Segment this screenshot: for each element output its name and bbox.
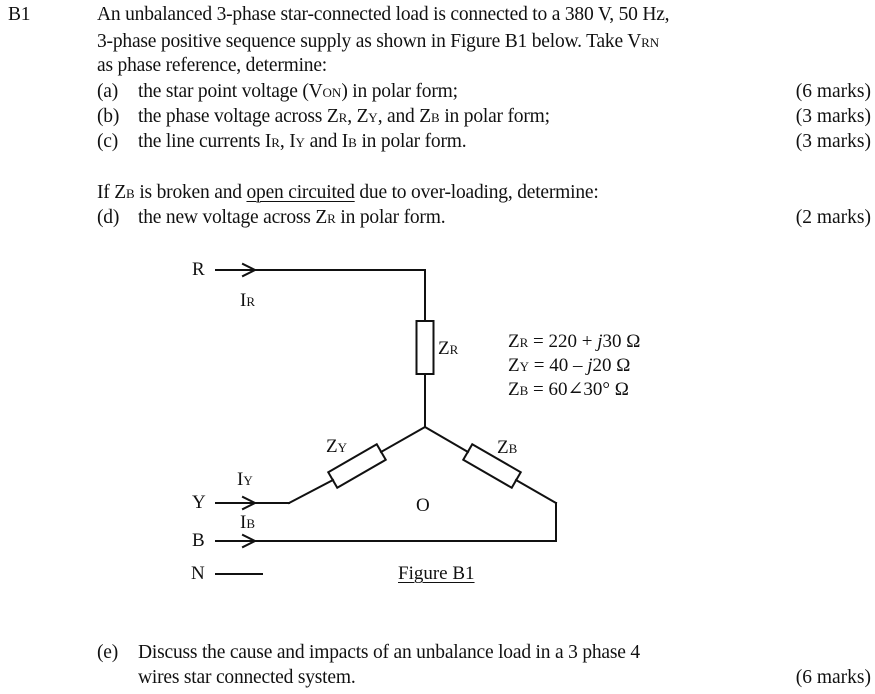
part-a-label: (a) — [97, 81, 119, 102]
iy-arrow-icon — [241, 495, 258, 511]
terminal-y-label: Y — [192, 492, 206, 513]
zr-resistor — [415, 320, 435, 375]
terminal-r-label: R — [192, 259, 205, 280]
part-b-text: the phase voltage across ZR, ZY, and ZB … — [138, 106, 550, 127]
zr-value: ZR = 220 + j30 Ω — [508, 331, 641, 352]
part-c-text: the line currents IR, IY and IB in polar… — [138, 131, 467, 152]
zb-label: ZB — [497, 437, 518, 458]
part-e-marks: (6 marks) — [795, 667, 871, 688]
zb-value: ZB = 60∠30° Ω — [508, 379, 629, 400]
underlined-open-circuited: open circuited — [246, 182, 355, 203]
zr-label: ZR — [438, 338, 459, 359]
question-number: B1 — [8, 4, 31, 25]
part-b-marks: (3 marks) — [795, 106, 871, 127]
zb-wire-upper — [423, 425, 470, 454]
part-d-text: the new voltage across ZR in polar form. — [138, 207, 446, 228]
part-a-marks: (6 marks) — [795, 81, 871, 102]
zy-value: ZY = 40 – j20 Ω — [508, 355, 631, 376]
star-point-label: O — [416, 495, 430, 516]
part-b-label: (b) — [97, 106, 120, 127]
current-ir-label: IR — [240, 290, 255, 311]
intro-line-2: 3-phase positive sequence supply as show… — [97, 31, 660, 52]
part-e-line-2: wires star connected system. — [138, 667, 356, 688]
part-c-label: (c) — [97, 131, 119, 152]
open-circuit-condition: If ZB is broken and open circuited due t… — [97, 182, 599, 203]
part-c-marks: (3 marks) — [795, 131, 871, 152]
zb-wire-lower — [514, 478, 558, 505]
zy-wire-upper — [379, 425, 427, 454]
current-iy-label: IY — [237, 469, 253, 490]
terminal-n-label: N — [191, 563, 205, 584]
intro-line-1: An unbalanced 3-phase star-connected loa… — [97, 4, 670, 25]
zy-label: ZY — [326, 436, 347, 457]
part-e-line-1: Discuss the cause and impacts of an unba… — [138, 642, 640, 663]
terminal-b-label: B — [192, 530, 205, 551]
part-d-label: (d) — [97, 207, 120, 228]
part-a-text: the star point voltage (VON) in polar fo… — [138, 81, 458, 102]
part-d-marks: (2 marks) — [795, 207, 871, 228]
part-e-label: (e) — [97, 642, 119, 663]
zy-wire-lower — [287, 478, 335, 505]
intro-line-3: as phase reference, determine: — [97, 55, 328, 76]
ir-arrow-icon — [241, 262, 258, 278]
current-ib-label: IB — [240, 512, 255, 533]
figure-caption: Figure B1 — [398, 563, 475, 584]
ib-arrow-icon — [241, 533, 258, 549]
